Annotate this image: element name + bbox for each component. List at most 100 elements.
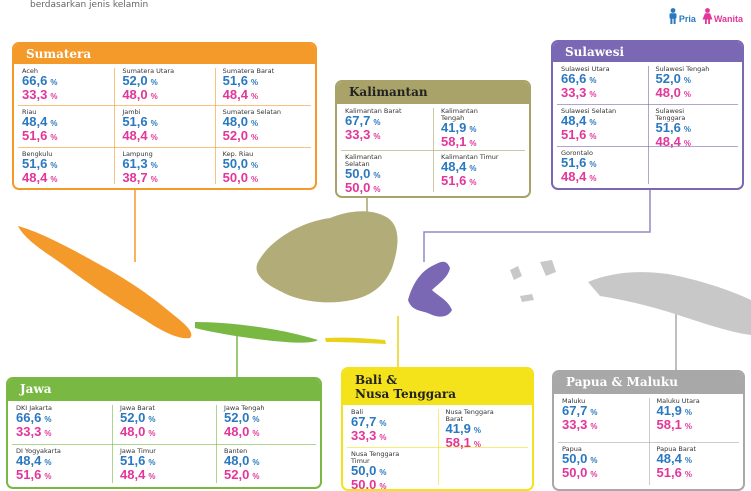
value-number: 33,3 (22, 87, 48, 102)
value-unit: % (684, 469, 692, 479)
province-value-female: 48,4% (223, 88, 313, 103)
value-number: 33,3 (562, 417, 588, 432)
cell-divider-horizontal (347, 447, 528, 448)
province-value-male: 48,4% (16, 454, 110, 469)
region-title: Bali &Nusa Tenggara (343, 369, 532, 405)
island-sumatera (18, 226, 192, 339)
province-name: Maluku Utara (656, 397, 700, 405)
value-unit: % (150, 174, 158, 184)
cell-divider-horizontal (557, 104, 738, 105)
province-value-male: 67,7% (345, 113, 431, 129)
value-unit: % (589, 118, 597, 127)
value-unit: % (683, 90, 691, 99)
province-name: Sulawesi Selatan (561, 107, 617, 115)
province-value-male: 52,0% (656, 72, 741, 87)
value-number: 66,6 (16, 410, 42, 425)
island-nusa-tenggara (325, 337, 386, 344)
province-name: Sumatera Selatan (222, 108, 282, 117)
value-number: 48,0 (120, 424, 146, 439)
value-number: 51,6 (16, 467, 42, 482)
province-value-male: 66,6% (22, 74, 112, 89)
value-number: 51,6 (561, 155, 587, 170)
province-value-male: 61,3% (122, 157, 212, 172)
connector-sulawesi (423, 188, 651, 262)
island-kalimantan (256, 211, 398, 303)
island-maluku (510, 260, 556, 302)
value-unit: % (148, 429, 156, 438)
value-unit: % (469, 125, 477, 134)
value-number: 50,0 (222, 155, 248, 171)
province-value-female: 33,3% (345, 128, 431, 143)
province-value-male: 50,0% (222, 155, 313, 172)
province-name: Kep. Riau (222, 149, 254, 158)
province-value-male: 48,4% (561, 114, 646, 129)
value-number: 50,0 (345, 180, 371, 195)
province-name: Maluku (562, 397, 586, 405)
value-number: 67,7 (351, 414, 377, 429)
value-number: 50,0 (345, 166, 371, 181)
province-value-female: 33,3% (561, 86, 646, 101)
province-value-female: 52,0% (224, 468, 318, 483)
province-name: Banten (224, 447, 248, 455)
province-value-male: 51,6% (656, 121, 741, 136)
value-unit: % (379, 482, 387, 491)
cell-divider-horizontal (12, 444, 316, 445)
province-value-female: 48,4% (120, 468, 214, 483)
province-value-female: 50,0% (223, 171, 313, 186)
value-number: 66,6 (561, 71, 587, 86)
value-unit: % (250, 92, 259, 101)
value-unit: % (379, 419, 387, 428)
value-number: 48,4 (655, 134, 681, 149)
value-unit: % (44, 472, 52, 481)
value-number: 48,0 (222, 114, 248, 130)
province-value-male: 48,4% (656, 450, 742, 467)
value-unit: % (50, 133, 58, 143)
value-number: 51,6 (122, 114, 148, 130)
top-caption: berdasarkan jenis kelamin (30, 0, 149, 10)
province-value-male: 52,0% (120, 411, 214, 426)
province-value-male: 41,9% (441, 121, 527, 136)
province-value-female: 48,4% (561, 170, 646, 185)
province-value-female: 51,6% (441, 174, 527, 189)
legend-item-female: Wanita (702, 8, 743, 24)
province-value-female: 48,0% (656, 86, 741, 101)
value-number: 51,6 (656, 464, 682, 480)
value-number: 48,4 (22, 114, 48, 130)
value-number: 67,7 (562, 403, 588, 418)
value-unit: % (683, 125, 691, 134)
province-value-male: 52,0% (122, 74, 212, 89)
province-value-female: 51,6% (16, 467, 110, 483)
value-unit: % (252, 415, 260, 424)
value-number: 48,0 (122, 87, 148, 102)
value-unit: % (150, 78, 158, 87)
province-value-male: 48,0% (224, 454, 318, 469)
province-name: Sulawesi Tengah (655, 65, 710, 73)
value-number: 51,6 (22, 128, 48, 144)
value-unit: % (684, 408, 692, 417)
value-unit: % (150, 92, 158, 101)
province-value-male: 51,6% (561, 155, 646, 171)
island-sulawesi (408, 261, 452, 317)
province-value-male: 52,0% (224, 411, 318, 426)
value-unit: % (250, 133, 259, 143)
value-number: 48,4 (656, 450, 682, 466)
province-value-male: 51,6% (22, 157, 112, 172)
province-value-female: 48,0% (120, 424, 214, 440)
province-value-male: 41,9% (657, 404, 742, 419)
value-number: 67,7 (345, 113, 371, 128)
